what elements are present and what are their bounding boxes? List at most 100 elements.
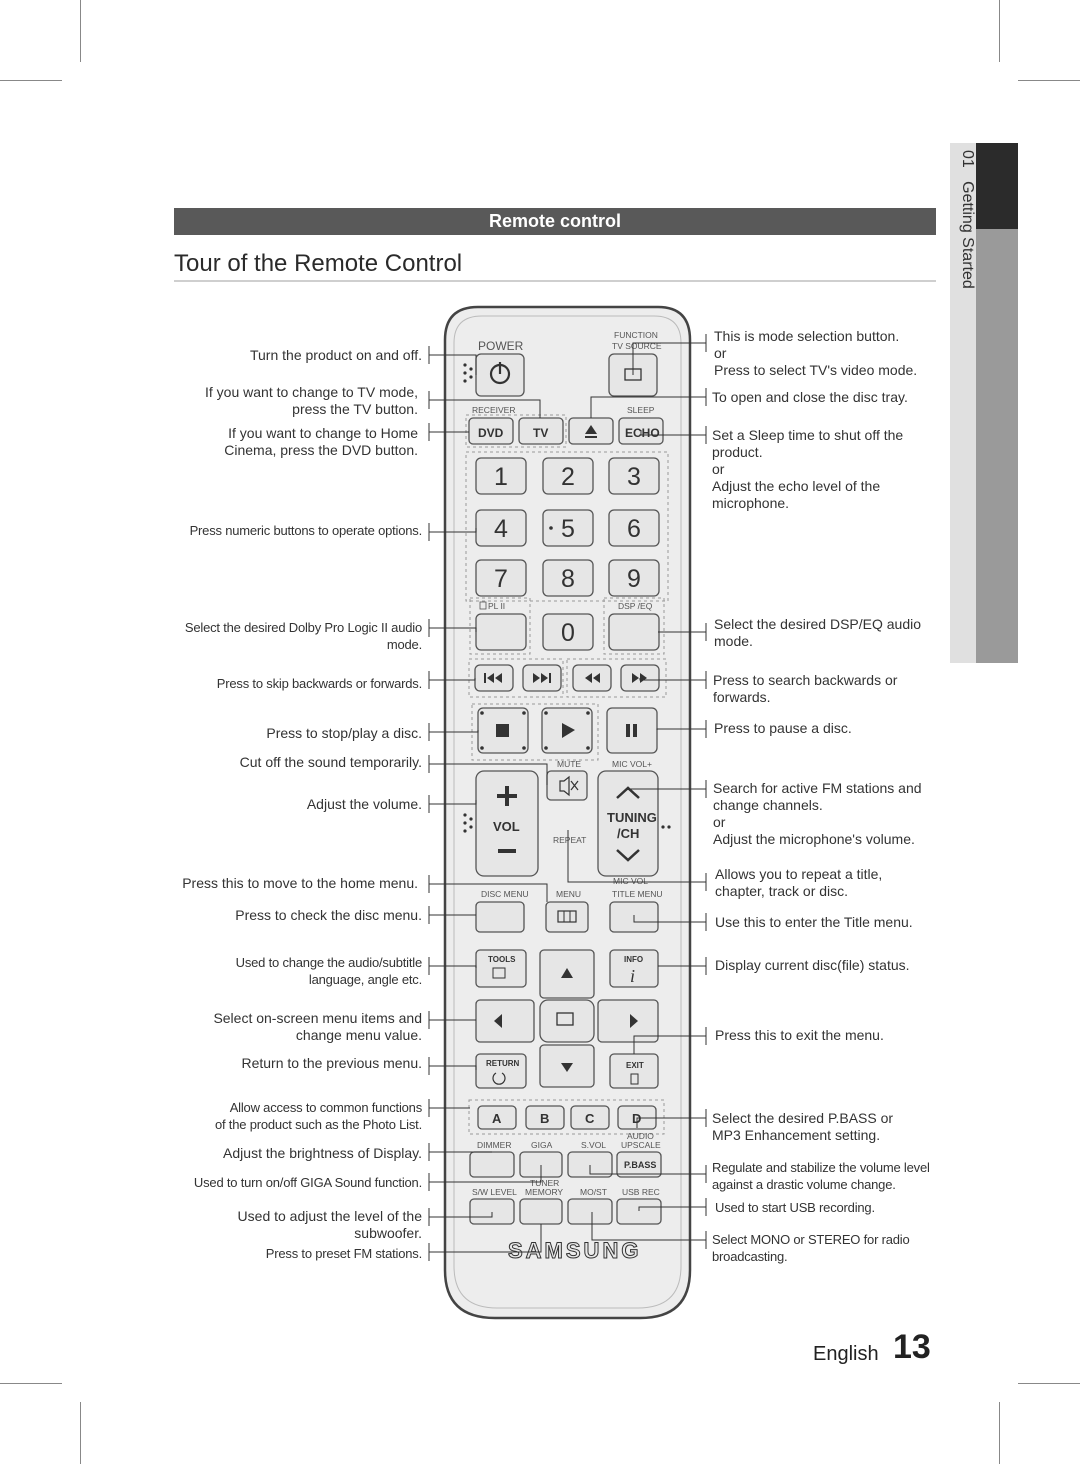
right-leader-line [639,678,706,681]
left-arrow-icon [494,1014,502,1028]
left-leader-line [429,399,541,418]
svg-text:TV: TV [533,426,548,440]
dimmer-button [469,1151,515,1178]
svg-text:1: 1 [494,463,508,491]
chapter-tab-strip [976,229,1018,663]
menu-button [545,901,589,933]
svg-text:4: 4 [494,515,508,543]
label-pl2: Select the desired Dolby Pro Logic II au… [184,620,422,652]
return-icon [492,1072,506,1085]
left-leader-line [429,800,477,805]
repeat-label: REPEAT [553,835,586,845]
svg-text:7: 7 [494,565,508,593]
volume-rocker [475,770,539,877]
right-leader-line [589,1165,706,1175]
crop-mark [80,0,81,62]
svg-text:DVD: DVD [478,426,504,440]
digit-0-button [542,613,594,651]
sw-level-button [469,1198,515,1225]
svg-text:B: B [540,1111,549,1126]
label-tuner-memory: Press to preset FM stations. [265,1246,422,1261]
disc-menu-label: DISC MENU [481,889,529,899]
svg-text:ECHO: ECHO [625,426,660,440]
giga-label: GIGA [531,1140,553,1150]
right-leader-line [627,788,706,790]
digit-1-button [475,457,527,495]
up-arrow-icon [561,968,573,978]
digit-5-button [542,509,594,547]
footer-language: English [813,1343,879,1365]
digit-7-button [475,559,527,597]
left-leader-line [429,354,477,375]
pause-button [606,707,658,754]
right-leader-line [632,342,706,375]
power-button [475,353,525,397]
tv-button [518,417,564,445]
svg-text:P.BASS: P.BASS [624,1160,656,1170]
mic-vol-plus-label: MIC VOL+ [612,759,652,769]
label-giga: Used to turn on/off GIGA Sound function. [193,1175,422,1190]
nav-right-button [597,999,659,1043]
mute-button [546,770,588,801]
chapter-number: 01 [959,150,976,168]
crop-mark [80,1402,81,1464]
svg-text:TUNING: TUNING [607,810,657,825]
label-title-menu: Use this to enter the Title menu. [715,914,913,930]
info-button [609,949,659,988]
mute-icon [559,775,570,797]
digit-9-button [608,559,660,597]
eject-icon [585,425,597,434]
section-bar: Remote control [174,208,936,235]
mo-st-label: MO/ST [580,1187,607,1197]
pbass-button [616,1151,662,1178]
dsp-eq-label: DSP /EQ [618,601,653,611]
pl2-label: PL II [488,601,505,611]
right-leader-line [636,1117,706,1128]
digit-3-button [608,457,660,495]
label-return: Return to the previous menu. [241,1055,422,1071]
left-leader-line [429,528,477,533]
function-label: FUNCTION [614,330,658,340]
svg-text:2: 2 [561,463,575,491]
label-tv-mode: If you want to change to TV mode,press t… [205,384,418,417]
dimmer-label: DIMMER [477,1140,511,1150]
menu-label: MENU [556,889,581,899]
samsung-logo: SAMSUNG [508,1238,641,1263]
pl2-button [475,613,527,651]
svg-text:3: 3 [627,463,641,491]
crop-mark [0,1383,62,1384]
mo-st-button [567,1198,613,1225]
svg-text:TOOLS: TOOLS [488,955,516,964]
label-power: Turn the product on and off. [249,347,422,363]
left-leader-line [429,730,479,733]
stop-icon [496,724,509,737]
audio-label: AUDIO [627,1131,654,1141]
title-menu-label: TITLE MENU [612,889,663,899]
enter-button [539,999,595,1043]
svg-text:INFO: INFO [624,955,643,964]
label-open-close: To open and close the disc tray. [712,389,908,405]
chapter-name: Getting Started [959,181,976,289]
label-dimmer: Adjust the brightness of Display. [223,1145,422,1161]
digit-2-button [542,457,594,495]
page-number: 13 [893,1328,931,1366]
label-skip: Press to skip backwards or forwards. [216,676,422,691]
svg-text:/CH: /CH [617,826,639,841]
label-volume: Adjust the volume. [306,796,422,812]
label-exit: Press this to exit the menu. [715,1027,884,1043]
sleep-label: SLEEP [627,405,655,415]
right-leader-lines [567,334,707,1249]
left-leader-line [429,763,548,785]
left-leader-line [429,1065,477,1070]
right-leader-line [567,830,706,883]
svg-text:8: 8 [561,565,575,593]
svg-text:EXIT: EXIT [626,1061,644,1070]
label-pause: Press to pause a disc. [714,720,852,736]
mic-vol-minus-label: MIC VOL- [613,876,651,886]
